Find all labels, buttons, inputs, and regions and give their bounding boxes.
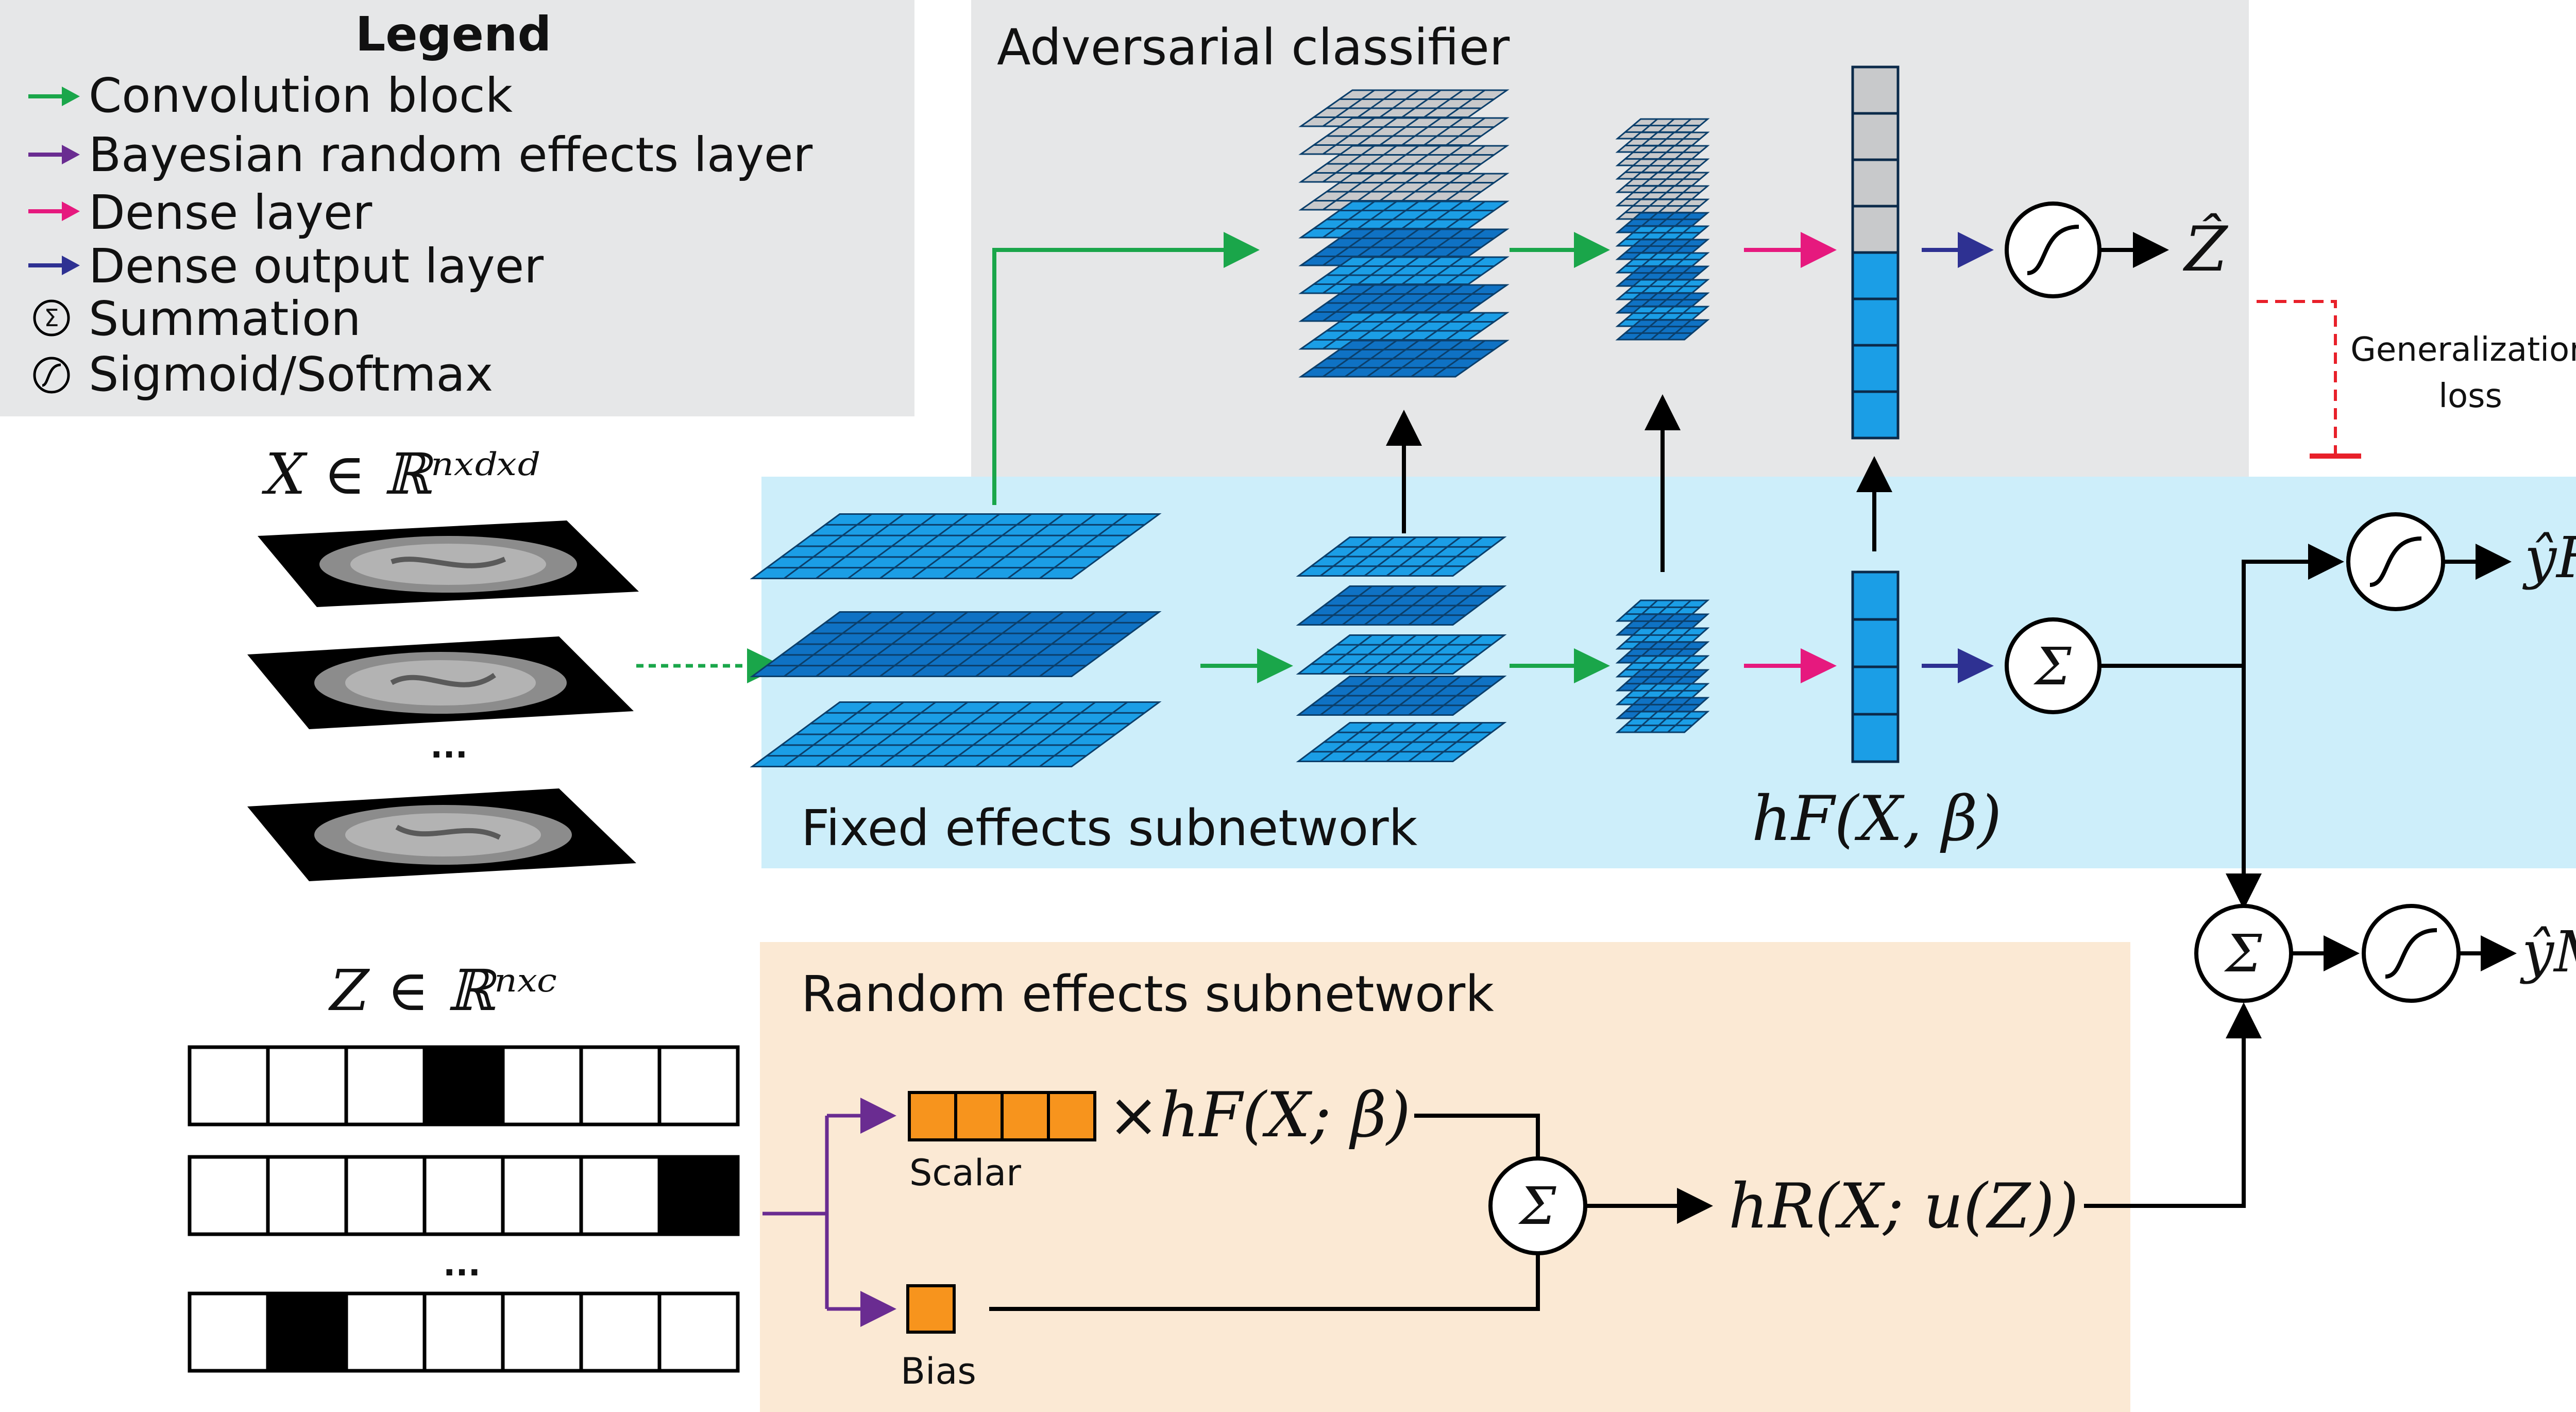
scalar-vector [908, 1091, 1096, 1141]
fixed-effects-title: Fixed effects subnetwork [801, 799, 1418, 857]
feature-layer [750, 513, 1162, 579]
adversarial-sigmoid-icon [2005, 201, 2102, 298]
legend-item-dense-output: Dense output layer [89, 239, 544, 294]
legend-item-summation: Summation [89, 291, 361, 346]
input-z-label: Z ∈ ℝⁿˣᶜ [328, 957, 557, 1023]
random-effects-arrows [762, 1098, 896, 1327]
bias-label: Bias [901, 1350, 976, 1392]
legend-panel [0, 0, 914, 416]
feature-layer [1298, 340, 1510, 378]
random-effects-title: Random effects subnetwork [801, 965, 1494, 1023]
random-effects-panel [760, 942, 2130, 1412]
one-hot-row [188, 1155, 740, 1236]
sigma-icon: Σ [33, 299, 70, 337]
mri-slices: ... [247, 520, 639, 881]
onehot-ellipsis: ... [443, 1246, 481, 1284]
svg-text:Σ: Σ [2224, 923, 2263, 984]
feature-layer [1615, 319, 1710, 341]
one-hot-row [188, 1291, 740, 1373]
dense-arrows [1744, 232, 1837, 683]
mri-slice [247, 636, 634, 729]
feature-layer [1296, 634, 1507, 675]
mri-slice [258, 520, 639, 607]
fixed-sigmoid-icon [2346, 512, 2445, 611]
generalization-line1: Generalization [2350, 331, 2576, 369]
feature-layer [1296, 722, 1507, 762]
input-x-label: X ∈ ℝⁿˣᵈˣᵈ [261, 441, 539, 507]
scalar-term-label: ×hF(X; β) [1108, 1080, 1411, 1151]
feature-layer [1296, 585, 1507, 626]
mri-slice [247, 788, 636, 881]
y-m-hat-label: ŷM [2519, 919, 2576, 985]
legend-item-dense: Dense layer [89, 185, 372, 240]
mri-ellipsis: ... [430, 728, 468, 766]
legend-items: Convolution block Bayesian random effect… [28, 68, 812, 402]
legend-item-convolution: Convolution block [89, 68, 513, 123]
feature-maps [750, 89, 1710, 767]
legend-item-random-effects: Bayesian random effects layer [89, 127, 812, 182]
feature-layer [1296, 676, 1507, 716]
fixed-sum-icon: Σ [2005, 617, 2102, 714]
scalar-label: Scalar [909, 1152, 1021, 1194]
dense-vector [1851, 65, 1900, 440]
bias-box [906, 1284, 956, 1334]
sigmoid-icon [33, 357, 70, 394]
h-r-label: hR(X; u(Z)) [1728, 1171, 2079, 1242]
dense-vector [1851, 570, 1900, 763]
h-f-label: hF(X, β) [1752, 783, 2002, 855]
feature-layer [1296, 536, 1507, 577]
legend-item-sigmoid: Sigmoid/Softmax [89, 347, 493, 402]
one-hot-rows [188, 1045, 740, 1373]
mixed-sum-icon: Σ [2194, 904, 2293, 1003]
svg-text:Σ: Σ [2033, 636, 2072, 697]
adversarial-up-arrows [1386, 394, 1892, 572]
svg-text:Σ: Σ [1518, 1176, 1557, 1236]
legend-title: Legend [355, 7, 552, 62]
dense-vectors [1851, 65, 1900, 763]
feature-layer [1615, 711, 1710, 733]
mixed-sigmoid-icon [2362, 904, 2461, 1003]
one-hot-row [188, 1045, 740, 1127]
y-f-hat-label: ŷF [2522, 525, 2576, 591]
dense-output-arrows [1922, 232, 1994, 683]
feature-layer [750, 611, 1162, 677]
adversarial-title: Adversarial classifier [997, 19, 1510, 76]
feature-layer [750, 701, 1162, 767]
generalization-line2: loss [2438, 377, 2502, 415]
z-hat-label: Ẑ [2182, 213, 2229, 285]
generalization-loss: Generalization loss [2257, 300, 2576, 459]
random-sum-icon: Σ [1488, 1156, 1587, 1255]
convolution-arrows [992, 232, 1610, 683]
svg-text:Σ: Σ [44, 304, 59, 332]
